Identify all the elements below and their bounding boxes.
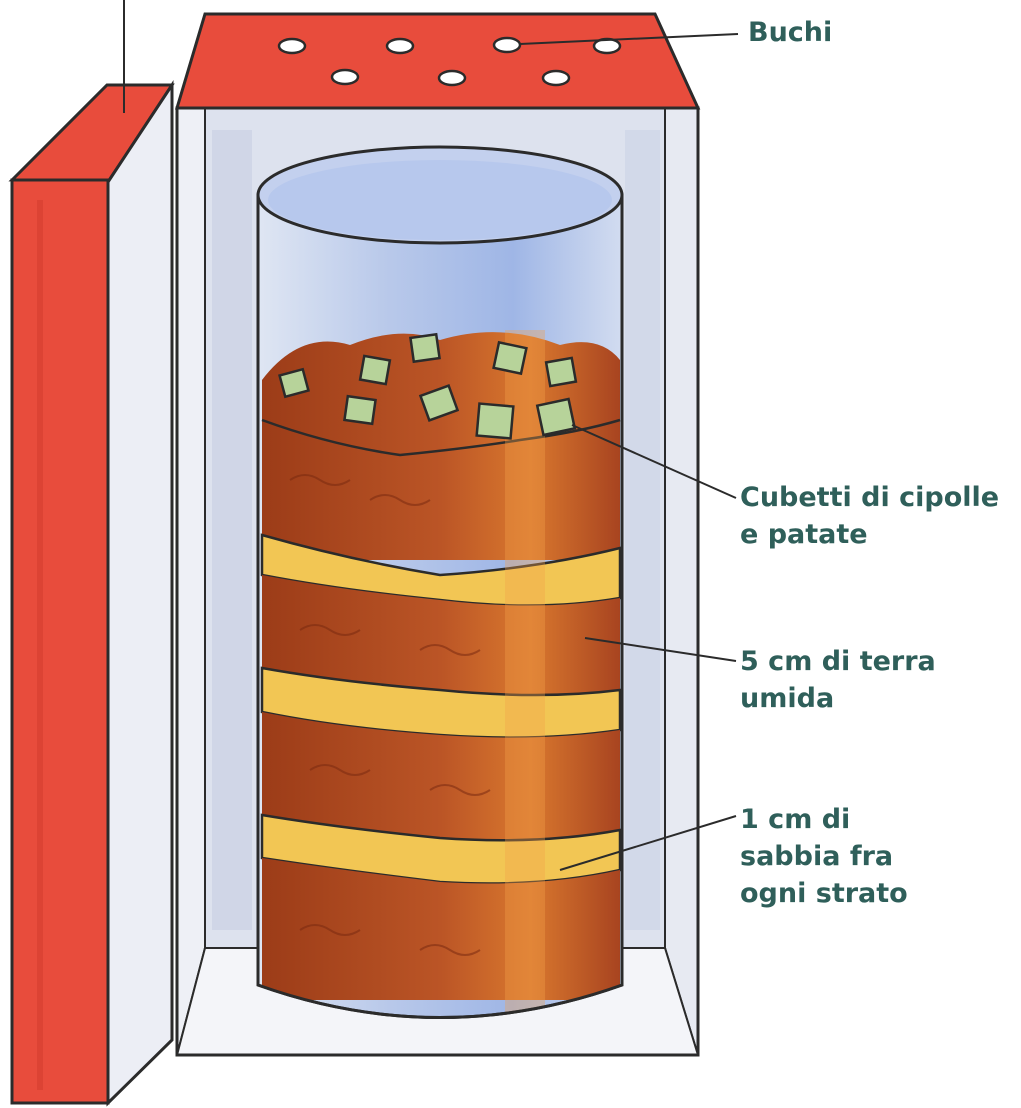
- label-vegetable-cubes: Cubetti di cipolle e patate: [740, 479, 999, 553]
- cube: [360, 356, 390, 384]
- label-holes: Buchi: [748, 14, 832, 51]
- label-sand-line-2: sabbia fra: [740, 838, 908, 875]
- label-cubes-line-1: Cubetti di cipolle: [740, 479, 999, 516]
- label-sand-line-3: ogni strato: [740, 875, 908, 912]
- label-soil-line-1: 5 cm di terra: [740, 643, 936, 680]
- cube: [477, 404, 514, 439]
- label-soil: 5 cm di terra umida: [740, 643, 936, 717]
- hole: [332, 70, 358, 84]
- layers: [262, 330, 620, 1030]
- cube: [494, 342, 527, 373]
- cube: [410, 334, 439, 361]
- cube: [344, 396, 375, 424]
- label-sand-line-1: 1 cm di: [740, 801, 908, 838]
- label-sand: 1 cm di sabbia fra ogni strato: [740, 801, 908, 912]
- door-front-face: [12, 180, 108, 1103]
- hole: [279, 39, 305, 53]
- label-soil-line-2: umida: [740, 680, 936, 717]
- box-right-wall: [665, 108, 698, 1055]
- label-holes-line: Buchi: [748, 14, 832, 51]
- cube: [280, 369, 309, 396]
- hole: [387, 39, 413, 53]
- label-cubes-line-2: e patate: [740, 516, 999, 553]
- box-left-wall: [177, 108, 205, 1055]
- hole: [494, 38, 520, 52]
- box-door: [12, 85, 172, 1103]
- hole: [543, 71, 569, 85]
- cube: [546, 358, 576, 386]
- cube: [537, 399, 575, 435]
- box-lid: [177, 14, 698, 108]
- door-inner-face: [108, 85, 172, 1103]
- hole: [439, 71, 465, 85]
